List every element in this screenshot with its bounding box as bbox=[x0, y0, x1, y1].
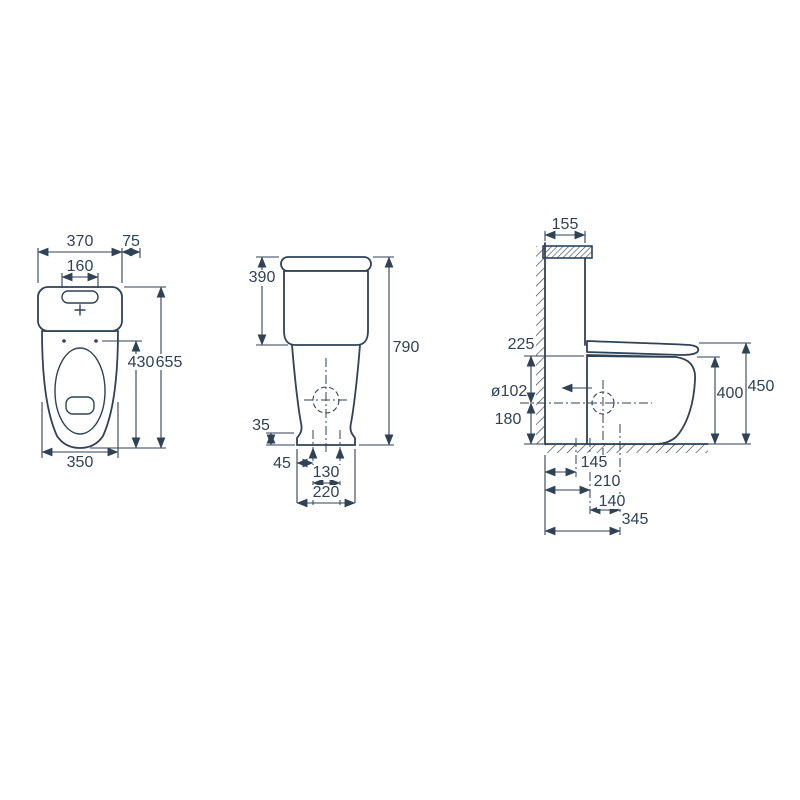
dim-base-width: 220 bbox=[313, 484, 340, 501]
side-view: 155 225 ø102 180 400 450 145 210 140 345 bbox=[491, 216, 775, 538]
hinge-hole-right bbox=[94, 339, 98, 343]
dim-rim-to-outlet-axis: 225 bbox=[508, 336, 535, 353]
toilet-side-outline bbox=[520, 242, 709, 538]
pedestal-right-profile bbox=[349, 344, 361, 446]
dim-wall-to-axis-2: 210 bbox=[594, 473, 621, 490]
dim-wall-to-axis-1: 145 bbox=[581, 454, 608, 471]
hinge-hole-left bbox=[62, 339, 66, 343]
flush-button-plan bbox=[61, 290, 99, 304]
center-cross-mark bbox=[74, 304, 86, 316]
dim-axis-spacing: 140 bbox=[599, 493, 626, 510]
seat-lid-profile bbox=[586, 340, 700, 356]
dim-overall-depth: 655 bbox=[156, 354, 183, 371]
cistern-lid-front bbox=[280, 256, 372, 272]
pedestal-left-profile bbox=[291, 344, 303, 446]
dim-overall-width: 370 bbox=[67, 233, 94, 250]
dim-bowl-depth: 430 bbox=[128, 354, 155, 371]
front-view: 390 790 35 45 130 220 bbox=[246, 256, 420, 508]
dim-fixing-inset: 45 bbox=[273, 455, 291, 472]
dim-outlet-diameter: ø102 bbox=[491, 383, 528, 400]
bowl-side-profile bbox=[586, 355, 696, 445]
dim-plinth-height: 35 bbox=[252, 417, 270, 434]
dim-seat-top-height: 450 bbox=[748, 378, 775, 395]
dim-rim-height: 400 bbox=[717, 385, 744, 402]
cistern-lid-section bbox=[542, 245, 593, 259]
side-view-dimensions: 155 225 ø102 180 400 450 145 210 140 345 bbox=[491, 216, 775, 536]
dim-bowl-width: 350 bbox=[67, 454, 94, 471]
dim-cistern-depth: 155 bbox=[552, 216, 579, 233]
dim-rear-offset: 75 bbox=[122, 233, 140, 250]
front-view-dimensions: 390 790 35 45 130 220 bbox=[246, 256, 420, 508]
inner-bowl-outline bbox=[54, 347, 106, 435]
toilet-plan-outline bbox=[37, 286, 123, 449]
dim-overall-height: 790 bbox=[393, 339, 420, 356]
toilet-front-outline bbox=[280, 256, 372, 505]
top-view: 370 160 75 655 430 350 bbox=[37, 233, 185, 471]
floor-hatch bbox=[545, 444, 708, 453]
wall-hatch bbox=[536, 246, 545, 444]
dim-outlet-axis-height: 180 bbox=[495, 411, 522, 428]
cistern-body-front bbox=[283, 270, 369, 346]
top-view-dimensions: 370 160 75 655 430 350 bbox=[37, 233, 185, 471]
dim-cistern-height: 390 bbox=[249, 269, 276, 286]
dim-flush-plate-width: 160 bbox=[67, 258, 94, 275]
water-surface-outline bbox=[65, 396, 95, 415]
dim-fixing-centres: 130 bbox=[313, 464, 340, 481]
dim-wall-to-fixing: 345 bbox=[622, 511, 649, 528]
